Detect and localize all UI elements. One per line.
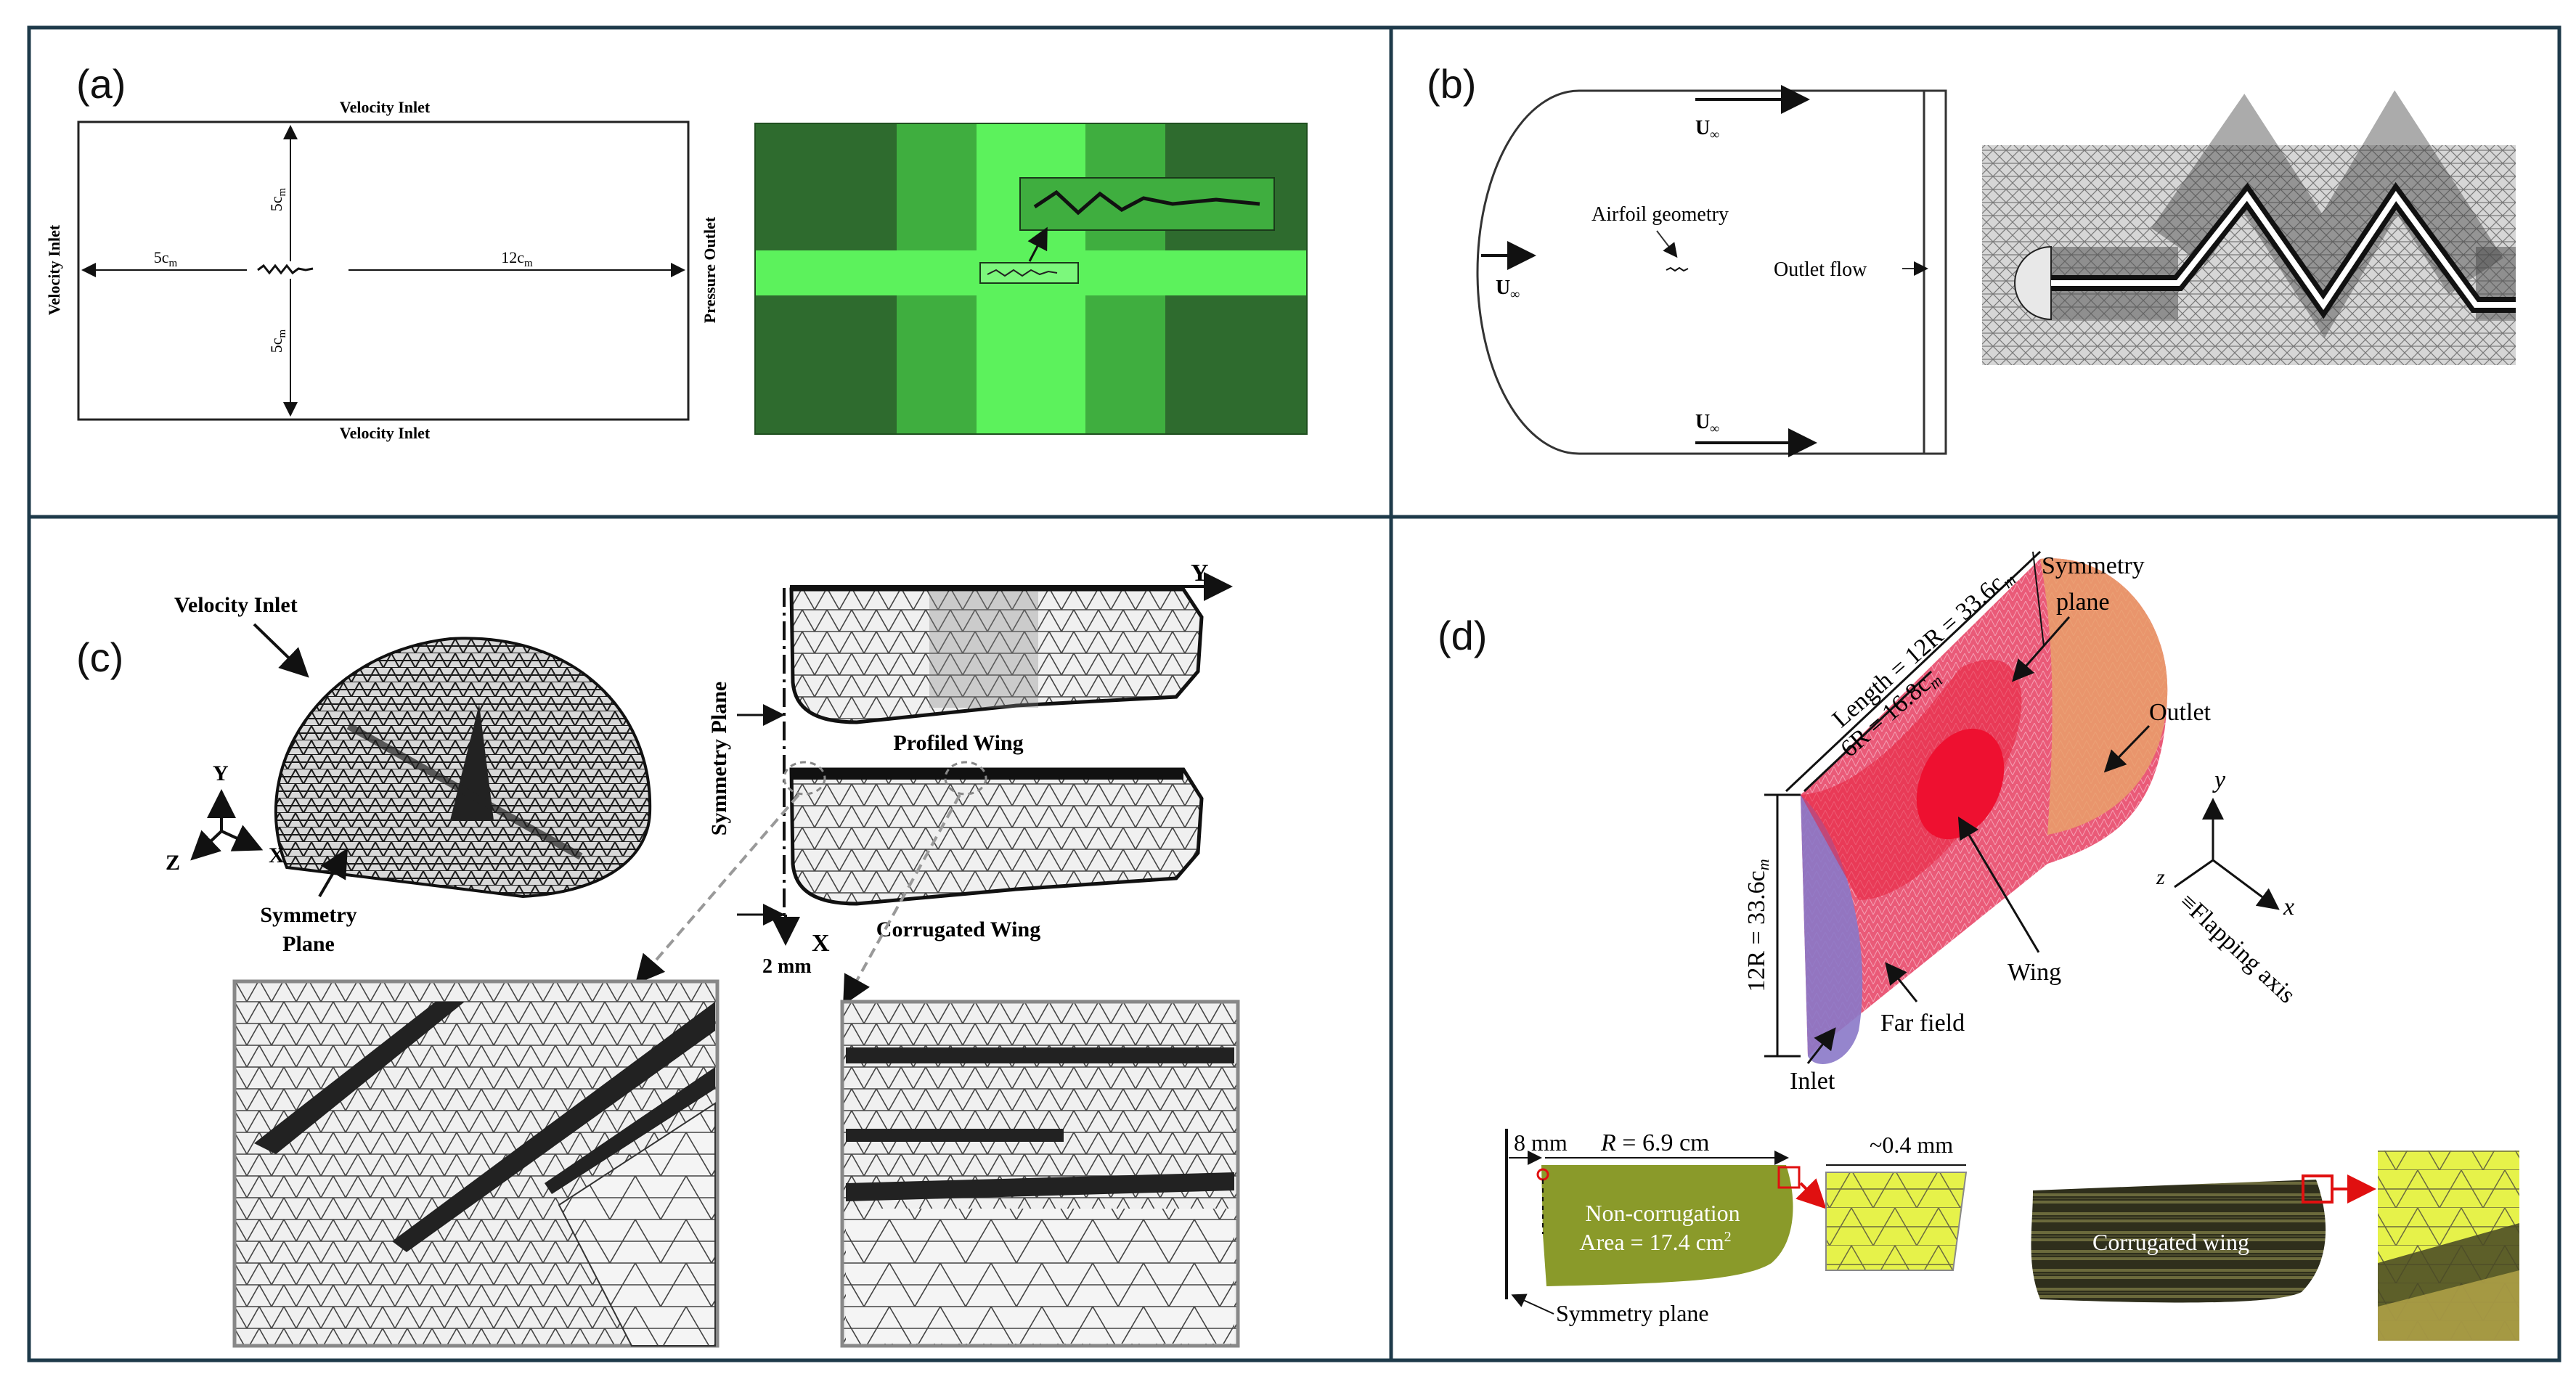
outer-frame: [27, 25, 2561, 1362]
panel-c-axis-x: X: [269, 843, 285, 867]
panel-b: (b) U∞ U∞ U∞ Airfoil geometry Outlet flo…: [1427, 61, 2516, 457]
panel-c-axis-z: Z: [166, 851, 180, 875]
panel-d-yellow-mesh: [1825, 1172, 1968, 1271]
panel-c-profiled-wing: [789, 587, 1204, 724]
panel-d-inlet-pointer: [1806, 1027, 1836, 1064]
panel-a-dim-right: 12cm: [501, 248, 533, 269]
panel-c-symmetry-1: Symmetry: [260, 903, 356, 927]
panel-c-zoom-box-2: [840, 1000, 1240, 1348]
panel-d-noncorr-wing: [1541, 1165, 1793, 1286]
panel-d-outlet: Outlet: [2149, 699, 2212, 726]
panel-c-zoom-line-2: [843, 794, 961, 1005]
panel-d-wing-pointer: [1957, 816, 2040, 953]
panel-c-scale: 2 mm: [762, 955, 812, 978]
panel-b-u-bottom: U∞: [1695, 411, 1719, 436]
panel-c-zoom-circle-2: [944, 761, 987, 796]
panel-c-wing-axis-y: Y: [1191, 560, 1209, 587]
panel-b-airfoil: [1666, 266, 1689, 272]
panel-a-dim-down: 5cm: [267, 329, 288, 353]
panel-d-height-dim: 12R = 33.6cm: [1743, 859, 1772, 992]
panel-a-mesh-zoom-box: [1019, 177, 1275, 231]
panel-b-u-left: U∞: [1496, 277, 1520, 301]
panel-b-domain: [1476, 89, 1924, 455]
panel-a-domain: [77, 120, 690, 421]
panel-d-letter: (d): [1438, 613, 1487, 658]
panel-d-r-dim: R = 6.9 cm: [1600, 1129, 1710, 1156]
panel-d-flapping-axis: ≡Flapping axis: [2174, 888, 2301, 1009]
panel-d-symmetry-pointer: [2012, 616, 2071, 682]
panel-b-airfoil-pointer: [1656, 230, 1678, 258]
panel-c-zoom-box-1: [232, 979, 720, 1348]
panel-d-outlet-pointer: [2103, 724, 2151, 773]
panel-d-axis-z: z: [2156, 865, 2165, 889]
panel-d-symmetry-2: plane: [2056, 589, 2110, 616]
panel-d-radius-line: [1803, 670, 1933, 793]
panel-d-corrugated-wing: [2031, 1180, 2326, 1303]
panel-b-mesh-image: [1982, 90, 2516, 365]
panel-c-axis-y: Y: [213, 761, 229, 785]
panel-a: (a) Velocity Inlet Velocity Inlet Veloci…: [45, 61, 1308, 442]
panel-d-corr-mesh-zoom: [2378, 1151, 2519, 1341]
panel-c-symmetry-2: Plane: [282, 932, 335, 956]
panel-d-axis-x-line: [2212, 859, 2280, 910]
panel-d-symmetry-1: Symmetry: [2042, 552, 2145, 579]
panel-c-zoom-circle-1: [783, 761, 826, 796]
panel-d-outlet-face: [2040, 558, 2168, 835]
panel-c-dome-mesh: [274, 637, 652, 899]
panel-c-symmetry-arrow: [318, 848, 349, 898]
panel-d-symmetry-face: [1801, 659, 2022, 900]
panel-d-noncorr-2: Area = 17.4 cm2: [1579, 1229, 1731, 1255]
panel-d-axis-z-line: [2174, 859, 2214, 888]
panel-a-bottom-label: Velocity Inlet: [340, 424, 431, 442]
panel-a-top-label: Velocity Inlet: [340, 98, 431, 116]
panel-d-8mm: 8 mm: [1514, 1129, 1568, 1156]
panel-d-wing-label: Wing: [2008, 959, 2061, 986]
panel-d-axis-x: x: [2283, 894, 2294, 920]
panel-c-corrugated-wing: [789, 767, 1204, 906]
panel-a-mesh-airfoil-box: [979, 262, 1079, 284]
panel-c-velocity-inlet-arrow: [253, 623, 309, 678]
panel-b-letter: (b): [1427, 61, 1476, 107]
panel-b-outlet-label: Outlet flow: [1774, 258, 1867, 281]
panel-d-inlet-label: Inlet: [1790, 1068, 1835, 1095]
panel-a-airfoil: [257, 263, 314, 275]
panel-d-axis-y: y: [2212, 767, 2226, 793]
panel-d-inlet-face: [1801, 795, 1863, 1064]
panel-d-far-field-label: Far field: [1880, 1010, 1965, 1037]
panel-d-symmetry-plane: Symmetry plane: [1556, 1300, 1709, 1326]
panel-a-mesh-image: [754, 123, 1308, 435]
panel-b-airfoil-label: Airfoil geometry: [1591, 203, 1729, 226]
panel-c-wing-axis-x: X: [812, 930, 830, 957]
panel-d-far-field-pointer: [1885, 962, 1918, 1002]
panel-d-noncorr-1: Non-corrugation: [1585, 1200, 1740, 1226]
panel-c-axis-z-line: [190, 830, 223, 861]
panel-d-corrugated-label: Corrugated wing: [2092, 1229, 2249, 1255]
panel-c: (c) Velocity Inlet Symmetry Plane Y X Z …: [76, 560, 1240, 1348]
panel-c-corrugated-label: Corrugated Wing: [876, 918, 1040, 941]
panel-a-letter: (a): [76, 61, 126, 107]
panel-c-zoom-line-1: [635, 793, 800, 985]
panel-d-zoom-square-1: [1777, 1166, 1801, 1189]
panel-a-right-label: Pressure Outlet: [701, 216, 719, 323]
panel-a-zoom-airfoil: [1033, 189, 1260, 216]
panel-a-dim-up: 5cm: [267, 187, 288, 211]
panel-d-zoom-square-2: [2302, 1174, 2334, 1204]
panel-a-dim-left: 5cm: [154, 248, 178, 269]
panel-b-u-top: U∞: [1695, 117, 1719, 142]
panel-d-length-line: [1785, 550, 2042, 793]
panel-d-wing: [1916, 728, 2005, 840]
panel-c-axis-x-line: [221, 825, 264, 851]
panel-d: (d) 12R = 33.6cm Length = 12R = 33.6cm 6…: [1438, 550, 2519, 1341]
panel-a-zoom-arrow: [1027, 226, 1048, 262]
panel-c-velocity-inlet: Velocity Inlet: [174, 593, 298, 617]
panel-c-letter: (c): [76, 634, 123, 680]
panel-b-outlet-boundary: [1923, 89, 1947, 455]
panel-c-profiled-label: Profiled Wing: [893, 731, 1023, 755]
panel-c-symmetry-vertical: Symmetry Plane: [707, 682, 731, 835]
panel-a-left-label: Velocity Inlet: [45, 224, 63, 315]
panel-d-04mm: ~0.4 mm: [1870, 1132, 1953, 1158]
